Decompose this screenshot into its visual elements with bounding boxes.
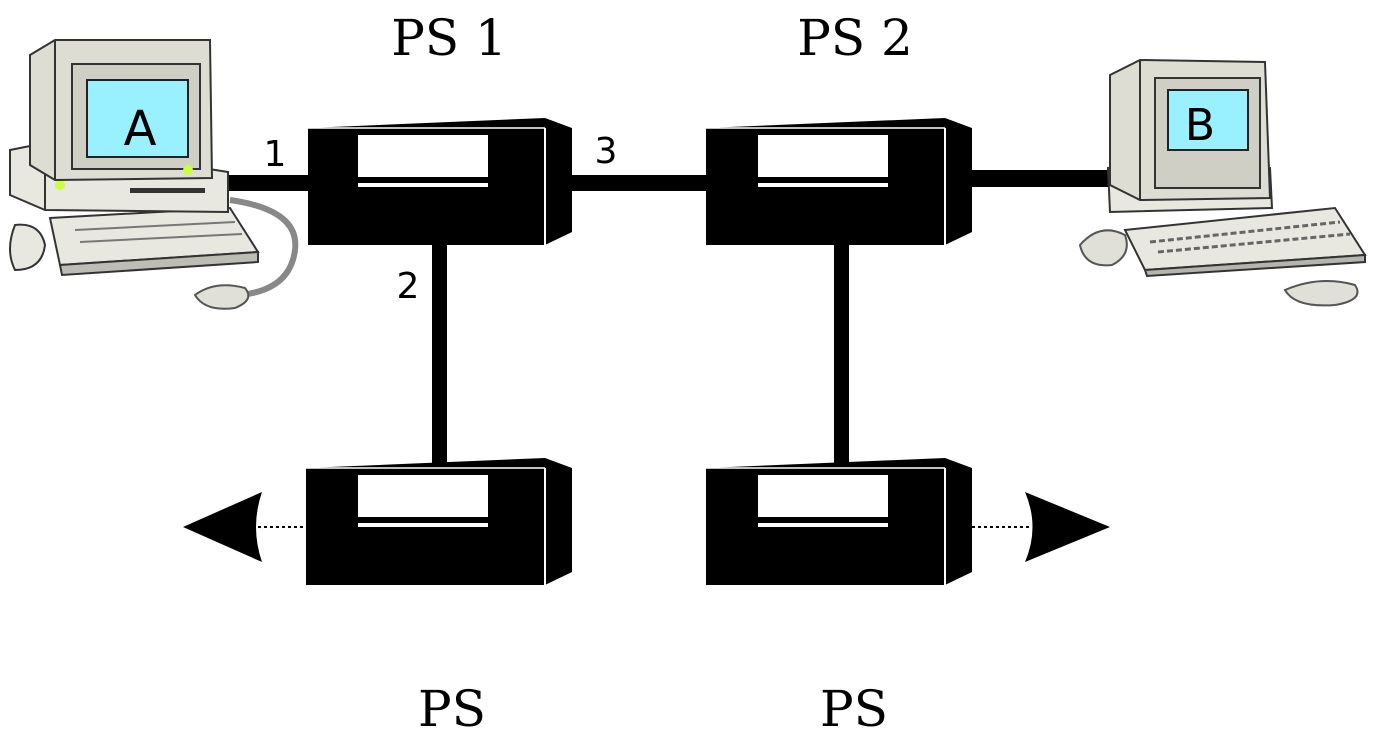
switch-label-ps-bottom-right: PS [820, 680, 888, 736]
computer-a: A [9, 39, 299, 310]
link-ps1-ps-bottom [432, 240, 447, 465]
switch-label-ps1: PS 1 [391, 9, 507, 67]
switch-label-ps2: PS 2 [797, 9, 913, 67]
switch-ps1 [308, 118, 572, 245]
link-a-ps1 [225, 175, 310, 191]
computer-a-label: A [124, 101, 157, 157]
switch-ps2 [706, 118, 972, 245]
computer-b: B [1078, 58, 1367, 307]
port-label-2: 2 [397, 266, 420, 307]
arrow-right-icon [1025, 492, 1110, 562]
link-ps2-ps-bottom [834, 240, 849, 465]
screen-a [86, 79, 189, 158]
screen-b [1167, 89, 1249, 151]
computer-b-label: B [1185, 100, 1215, 151]
switch-label-ps-bottom-left: PS [418, 680, 486, 736]
link-ps1-ps2 [570, 175, 710, 191]
switch-ps-bottom-left [306, 458, 572, 585]
switch-ps-bottom-right [706, 458, 972, 585]
port-label-1: 1 [264, 134, 287, 175]
arrow-left-icon [183, 492, 262, 562]
port-label-3: 3 [595, 131, 618, 172]
link-ps2-b [970, 170, 1110, 187]
